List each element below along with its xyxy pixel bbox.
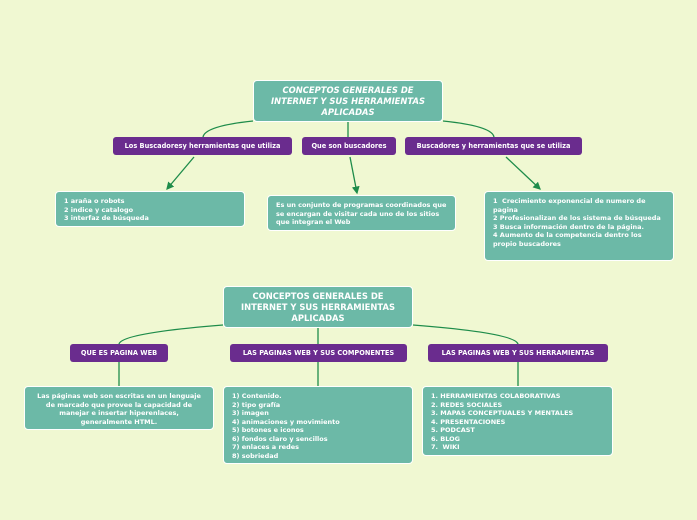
map2-root-topic[interactable]: CONCEPTOS GENERALES DE INTERNET Y SUS HE… (223, 286, 413, 328)
detail-line: 3 interfaz de búsqueda (64, 214, 149, 222)
map1-root-topic[interactable]: CONCEPTOS GENERALES DE INTERNET Y SUS HE… (253, 80, 443, 122)
detail-line: 4. PRESENTACIONES (431, 417, 506, 426)
detail-line: 4) animaciones y movimiento (232, 417, 340, 426)
connector-map1-c (442, 120, 495, 138)
detail-line: 2) tipo grafía (232, 400, 281, 409)
arrow-map1-c (505, 156, 541, 190)
detail-line: 6. BLOG (431, 434, 460, 443)
subtopic-label: Buscadores y herramientas que se utiliza (416, 142, 571, 150)
map1-detail-b[interactable]: Es un conjunto de programas coordinados … (267, 195, 456, 231)
detail-line: 1. HERRAMIENTAS COLABORATIVAS (431, 392, 561, 400)
map1-subtopic-buscadores-herramientas[interactable]: Los Buscadoresy herramientas que utiliza (113, 137, 292, 155)
map2-detail-a[interactable]: Las páginas web son escritas en un lengu… (24, 386, 214, 430)
detail-line: 4 Aumento de la competencia dentro los p… (493, 231, 644, 248)
map1-subtopic-que-son-buscadores[interactable]: Que son buscadores (302, 137, 396, 155)
map2-detail-c[interactable]: 1. HERRAMIENTAS COLABORATIVAS 2. REDES S… (422, 386, 613, 456)
detail-line: 5. PODCAST (431, 426, 475, 434)
detail-text: Las páginas web son escritas en un lengu… (37, 392, 204, 426)
detail-line: 1 Crecimiento exponencial de numero de p… (493, 197, 648, 214)
map1-detail-c[interactable]: 1 Crecimiento exponencial de numero de p… (484, 191, 674, 261)
subtopic-label: LAS PAGINAS WEB Y SUS COMPONENTES (242, 349, 395, 357)
subtopic-label: QUE ES PAGINA WEB (80, 349, 158, 357)
detail-line: 6) fondos claro y sencillos (232, 434, 328, 443)
detail-line: 7) enlaces a redes (232, 443, 299, 451)
detail-line: 2 Profesionalizan de los sistema de búsq… (493, 214, 661, 222)
map2-subtopic-componentes[interactable]: LAS PAGINAS WEB Y SUS COMPONENTES (230, 344, 407, 362)
detail-text: Es un conjunto de programas coordinados … (276, 201, 449, 226)
map2-subtopic-herramientas[interactable]: LAS PAGINAS WEB Y SUS HERRAMIENTAS (428, 344, 608, 362)
detail-line: 3) imagen (232, 409, 269, 417)
subtopic-label: Que son buscadores (311, 142, 387, 150)
arrow-map1-a (166, 156, 195, 190)
detail-line: 2. REDES SOCIALES (431, 400, 503, 409)
map2-detail-b[interactable]: 1) Contenido. 2) tipo grafía 3) imagen 4… (223, 386, 413, 464)
map2-root-label: CONCEPTOS GENERALES DE INTERNET Y SUS HE… (241, 290, 395, 323)
detail-line: 1) Contenido. (232, 392, 282, 400)
detail-line: 3 Busca información dentro de la página. (493, 222, 645, 231)
map1-detail-a[interactable]: 1 araña o robots 2 indice y catalogo 3 i… (55, 191, 245, 227)
connector-map2-c (412, 324, 519, 345)
detail-line: 2 indice y catalogo (64, 205, 134, 214)
detail-line: 5) botones e iconos (232, 426, 304, 434)
map2-subtopic-que-es-pagina-web[interactable]: QUE ES PAGINA WEB (70, 344, 168, 362)
detail-line: 3. MAPAS CONCEPTUALES Y MENTALES (431, 409, 574, 417)
detail-line: 7. WIKI (431, 443, 460, 451)
map1-subtopic-buscadores-se-utiliza[interactable]: Buscadores y herramientas que se utiliza (405, 137, 582, 155)
map1-root-label: CONCEPTOS GENERALES DE INTERNET Y SUS HE… (271, 84, 425, 117)
subtopic-label: LAS PAGINAS WEB Y SUS HERRAMIENTAS (441, 349, 595, 357)
detail-line: 1 araña o robots (64, 197, 125, 205)
connector-map2-a (118, 324, 224, 345)
subtopic-label: Los Buscadoresy herramientas que utiliza (124, 142, 281, 150)
connector-map1-a (202, 120, 254, 138)
detail-line: 8) sobriedad (232, 451, 279, 460)
arrow-map1-b (349, 156, 360, 195)
